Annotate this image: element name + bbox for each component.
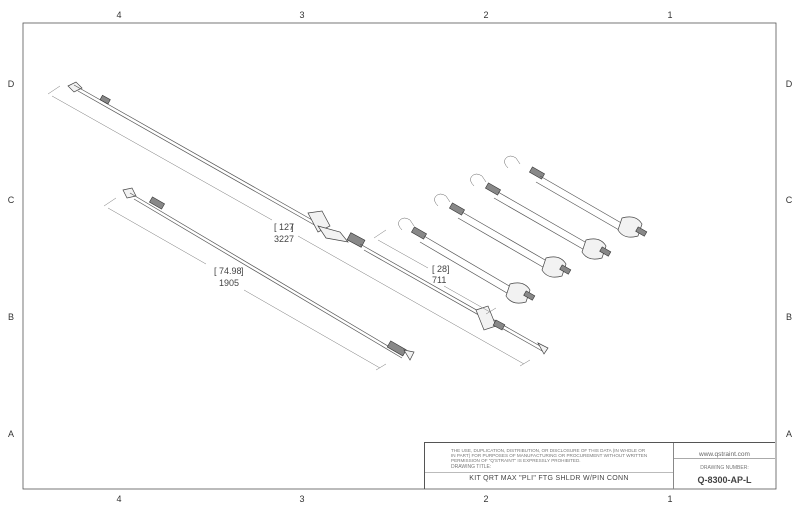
short-strap-end-cap — [403, 349, 415, 361]
zone-col-3-top: 3 — [299, 10, 304, 20]
shoulder-dim-inch: 28 — [437, 264, 447, 274]
shoulder-dim-line-lower — [443, 285, 491, 313]
title-block-right: www.qstraint.com DRAWING NUMBER: Q-8300-… — [674, 443, 775, 489]
shoulder-strap-2-pin-connector — [559, 264, 572, 275]
zone-row-a-left: A — [8, 429, 14, 439]
long-strap-adjuster — [99, 94, 111, 105]
short-dim-bracket-close: ] — [241, 266, 244, 276]
drawing-title-label: DRAWING TITLE: — [451, 464, 492, 470]
title-block: THE USE, DUPLICATION, DISTRIBUTION, OR D… — [424, 442, 775, 489]
shoulder-dim-bracket-open: [ — [432, 264, 435, 274]
short-dim-inch: 74.98 — [219, 266, 242, 276]
long-strap-shoulder-tab — [307, 210, 331, 233]
shoulder-strap-4-pin-connector — [635, 226, 648, 237]
shoulder-dim-line-upper — [377, 239, 429, 269]
short-strap-adjuster — [149, 196, 165, 210]
long-dim-line-upper — [51, 95, 273, 221]
shoulder-strap-2 — [434, 193, 572, 278]
shoulder-strap-4-hook — [504, 155, 521, 169]
shoulder-strap-2-adjuster — [449, 202, 465, 216]
shoulder-strap-1-hook — [398, 217, 415, 231]
company-website: www.qstraint.com — [699, 451, 750, 458]
zone-col-3-bottom: 3 — [299, 494, 304, 504]
shoulder-dimension: [ 28 ] 711 — [373, 229, 497, 315]
zone-row-c-left: C — [8, 195, 15, 205]
zone-col-2-top: 2 — [483, 10, 488, 20]
shoulder-strap-1-fitting — [505, 282, 531, 304]
long-strap-end-cap — [537, 342, 549, 355]
short-dim-line-upper — [107, 207, 207, 265]
shoulder-strap-3-hook — [470, 173, 487, 187]
long-strap-ratchet — [346, 232, 366, 248]
shoulder-strap-4 — [504, 155, 648, 238]
short-strap-end-tip — [122, 187, 137, 199]
long-dim-bracket-close: ] — [291, 222, 294, 232]
zone-col-1-top: 1 — [667, 10, 672, 20]
shoulder-strap-1-pin-connector — [523, 290, 536, 301]
zone-row-a-right: A — [786, 429, 792, 439]
shoulder-strap-4-fitting — [617, 216, 643, 238]
zone-col-2-bottom: 2 — [483, 494, 488, 504]
drawing-number: Q-8300-AP-L — [697, 475, 752, 485]
long-dim-bracket-open: [ — [274, 222, 277, 232]
zone-row-b-left: B — [8, 312, 14, 322]
shoulder-dim-bracket-close: ] — [447, 264, 450, 274]
shoulder-strap-3-fitting — [581, 238, 607, 260]
shoulder-strap-3 — [470, 173, 612, 260]
zone-row-d-left: D — [8, 79, 15, 89]
title-block-divider — [425, 472, 673, 473]
shoulder-strap-3-adjuster — [485, 182, 501, 196]
drawing-border — [22, 22, 777, 490]
long-dim-line-lower — [297, 235, 525, 365]
long-strap: [ 127 ] 3227 — [47, 81, 549, 367]
long-strap-buckle — [317, 225, 349, 243]
long-dim-mm: 3227 — [274, 234, 294, 244]
long-strap-lower-clamp — [492, 319, 506, 331]
title-block-right-divider — [674, 458, 775, 459]
shoulder-strap-2-fitting — [541, 256, 567, 278]
drawing-title: KIT QRT MAX "PLI" FTG SHLDR W/PIN CONN — [469, 475, 629, 482]
shoulder-strap-3-pin-connector — [599, 246, 612, 257]
shoulder-strap-1-adjuster — [411, 226, 427, 240]
long-dim-inch: 127 — [279, 222, 294, 232]
zone-col-4-top: 4 — [116, 10, 121, 20]
short-strap: [ 74.98 ] 1905 — [103, 187, 415, 371]
short-dim-mm: 1905 — [219, 278, 239, 288]
short-dim-line-lower — [243, 289, 381, 369]
short-dim-bracket-open: [ — [214, 266, 217, 276]
long-strap-end-tip — [67, 81, 83, 93]
shoulder-dim-mm: 711 — [432, 275, 446, 285]
short-strap-ratchet — [386, 340, 407, 357]
zone-row-c-right: C — [786, 195, 793, 205]
drawing-number-label: DRAWING NUMBER: — [700, 465, 749, 471]
zone-row-d-right: D — [786, 79, 793, 89]
shoulder-strap-2-hook — [434, 193, 451, 207]
shoulder-strap-1 — [398, 217, 536, 304]
title-block-left: THE USE, DUPLICATION, DISTRIBUTION, OR D… — [425, 443, 674, 489]
zone-row-b-right: B — [786, 312, 792, 322]
zone-col-1-bottom: 1 — [667, 494, 672, 504]
zone-col-4-bottom: 4 — [116, 494, 121, 504]
disclaimer-text: THE USE, DUPLICATION, DISTRIBUTION, OR D… — [451, 448, 648, 463]
